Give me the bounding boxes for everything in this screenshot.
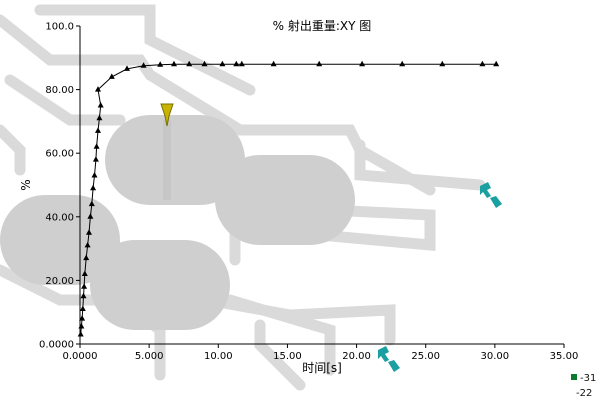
flow-arrow-icon <box>480 182 502 208</box>
legend-value-2: -22 <box>576 388 592 399</box>
data-point <box>86 229 92 235</box>
x-tick-label: 10.00 <box>204 351 233 362</box>
data-point <box>91 172 98 178</box>
data-point <box>108 73 115 79</box>
data-point <box>79 305 86 311</box>
data-point <box>81 283 88 289</box>
x-tick-label: 15.00 <box>273 351 302 362</box>
data-point <box>201 60 208 67</box>
data-point <box>79 315 86 321</box>
data-point <box>219 60 226 67</box>
x-axis-title: 时间[s] <box>302 361 342 375</box>
data-point <box>87 213 94 219</box>
data-point <box>88 200 95 207</box>
color-legend-fragment: -31 -22 <box>571 373 596 399</box>
data-point <box>399 60 406 67</box>
x-tick-label: 25.00 <box>411 351 440 362</box>
data-point <box>90 184 97 191</box>
y-axis-title: % <box>19 179 33 190</box>
runner-model-background <box>0 4 486 391</box>
data-point <box>238 60 245 67</box>
data-point <box>439 60 446 67</box>
data-point <box>359 60 366 67</box>
y-tick-label: 100.0 <box>45 22 74 33</box>
y-tick-label: 80.00 <box>45 85 74 96</box>
data-point <box>77 331 84 337</box>
x-tick-label: 5.000 <box>135 351 164 362</box>
flow-arrow-icon <box>378 346 400 372</box>
data-point <box>140 62 147 68</box>
data-point <box>84 241 91 248</box>
data-point <box>78 323 85 329</box>
x-tick-label: 30.00 <box>481 351 510 362</box>
data-point <box>80 292 87 299</box>
data-point <box>233 60 240 67</box>
x-tick-label: 0.0000 <box>63 351 98 362</box>
data-point <box>124 65 130 71</box>
injection-point-icon <box>160 103 174 127</box>
data-point <box>479 60 486 67</box>
data-point <box>493 60 500 67</box>
data-point <box>316 60 323 67</box>
x-tick-label: 20.00 <box>342 351 371 362</box>
data-point <box>95 127 101 133</box>
data-point <box>93 143 100 149</box>
data-point <box>157 61 164 67</box>
y-tick-label: 60.00 <box>45 149 74 160</box>
y-tick-label: 20.00 <box>45 276 74 287</box>
data-point <box>96 114 103 121</box>
data-point <box>92 156 99 162</box>
legend-value-1: -31 <box>580 373 596 384</box>
data-point <box>81 270 88 276</box>
data-point <box>186 60 193 67</box>
chart-axes: 0.0000 5.000 10.00 15.00 20.00 25.00 30.00 35.0… <box>39 22 578 363</box>
y-tick-label: 40.00 <box>45 212 74 223</box>
chart-title: % 射出重量:XY 图 <box>273 18 372 33</box>
data-point <box>95 86 101 92</box>
chart-series <box>77 60 500 337</box>
data-point <box>97 102 104 108</box>
legend-swatch <box>571 374 577 380</box>
data-point <box>270 60 277 67</box>
data-point <box>83 254 90 261</box>
x-tick-label: 35.00 <box>550 351 579 362</box>
data-point <box>171 60 177 67</box>
y-tick-label: 0.0000 <box>39 340 74 351</box>
